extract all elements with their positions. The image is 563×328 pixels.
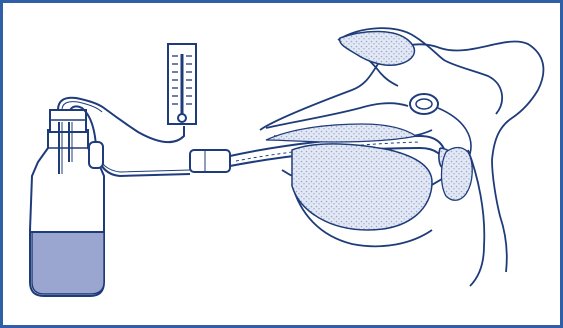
side-clamp (89, 142, 103, 168)
tube-to-connector-edge (96, 152, 190, 172)
ear-sensor-outer (410, 94, 438, 114)
thermometer-bulb (178, 114, 186, 122)
oral-palate-region (266, 124, 416, 142)
collection-bottle (30, 110, 104, 296)
tongue-region (292, 144, 432, 230)
inline-connector (190, 150, 230, 172)
connector-body (190, 150, 230, 172)
nasal-cavity (340, 32, 415, 66)
liquid (30, 232, 104, 294)
wall-thermometer (168, 44, 196, 124)
posterior-tissue (442, 148, 473, 201)
